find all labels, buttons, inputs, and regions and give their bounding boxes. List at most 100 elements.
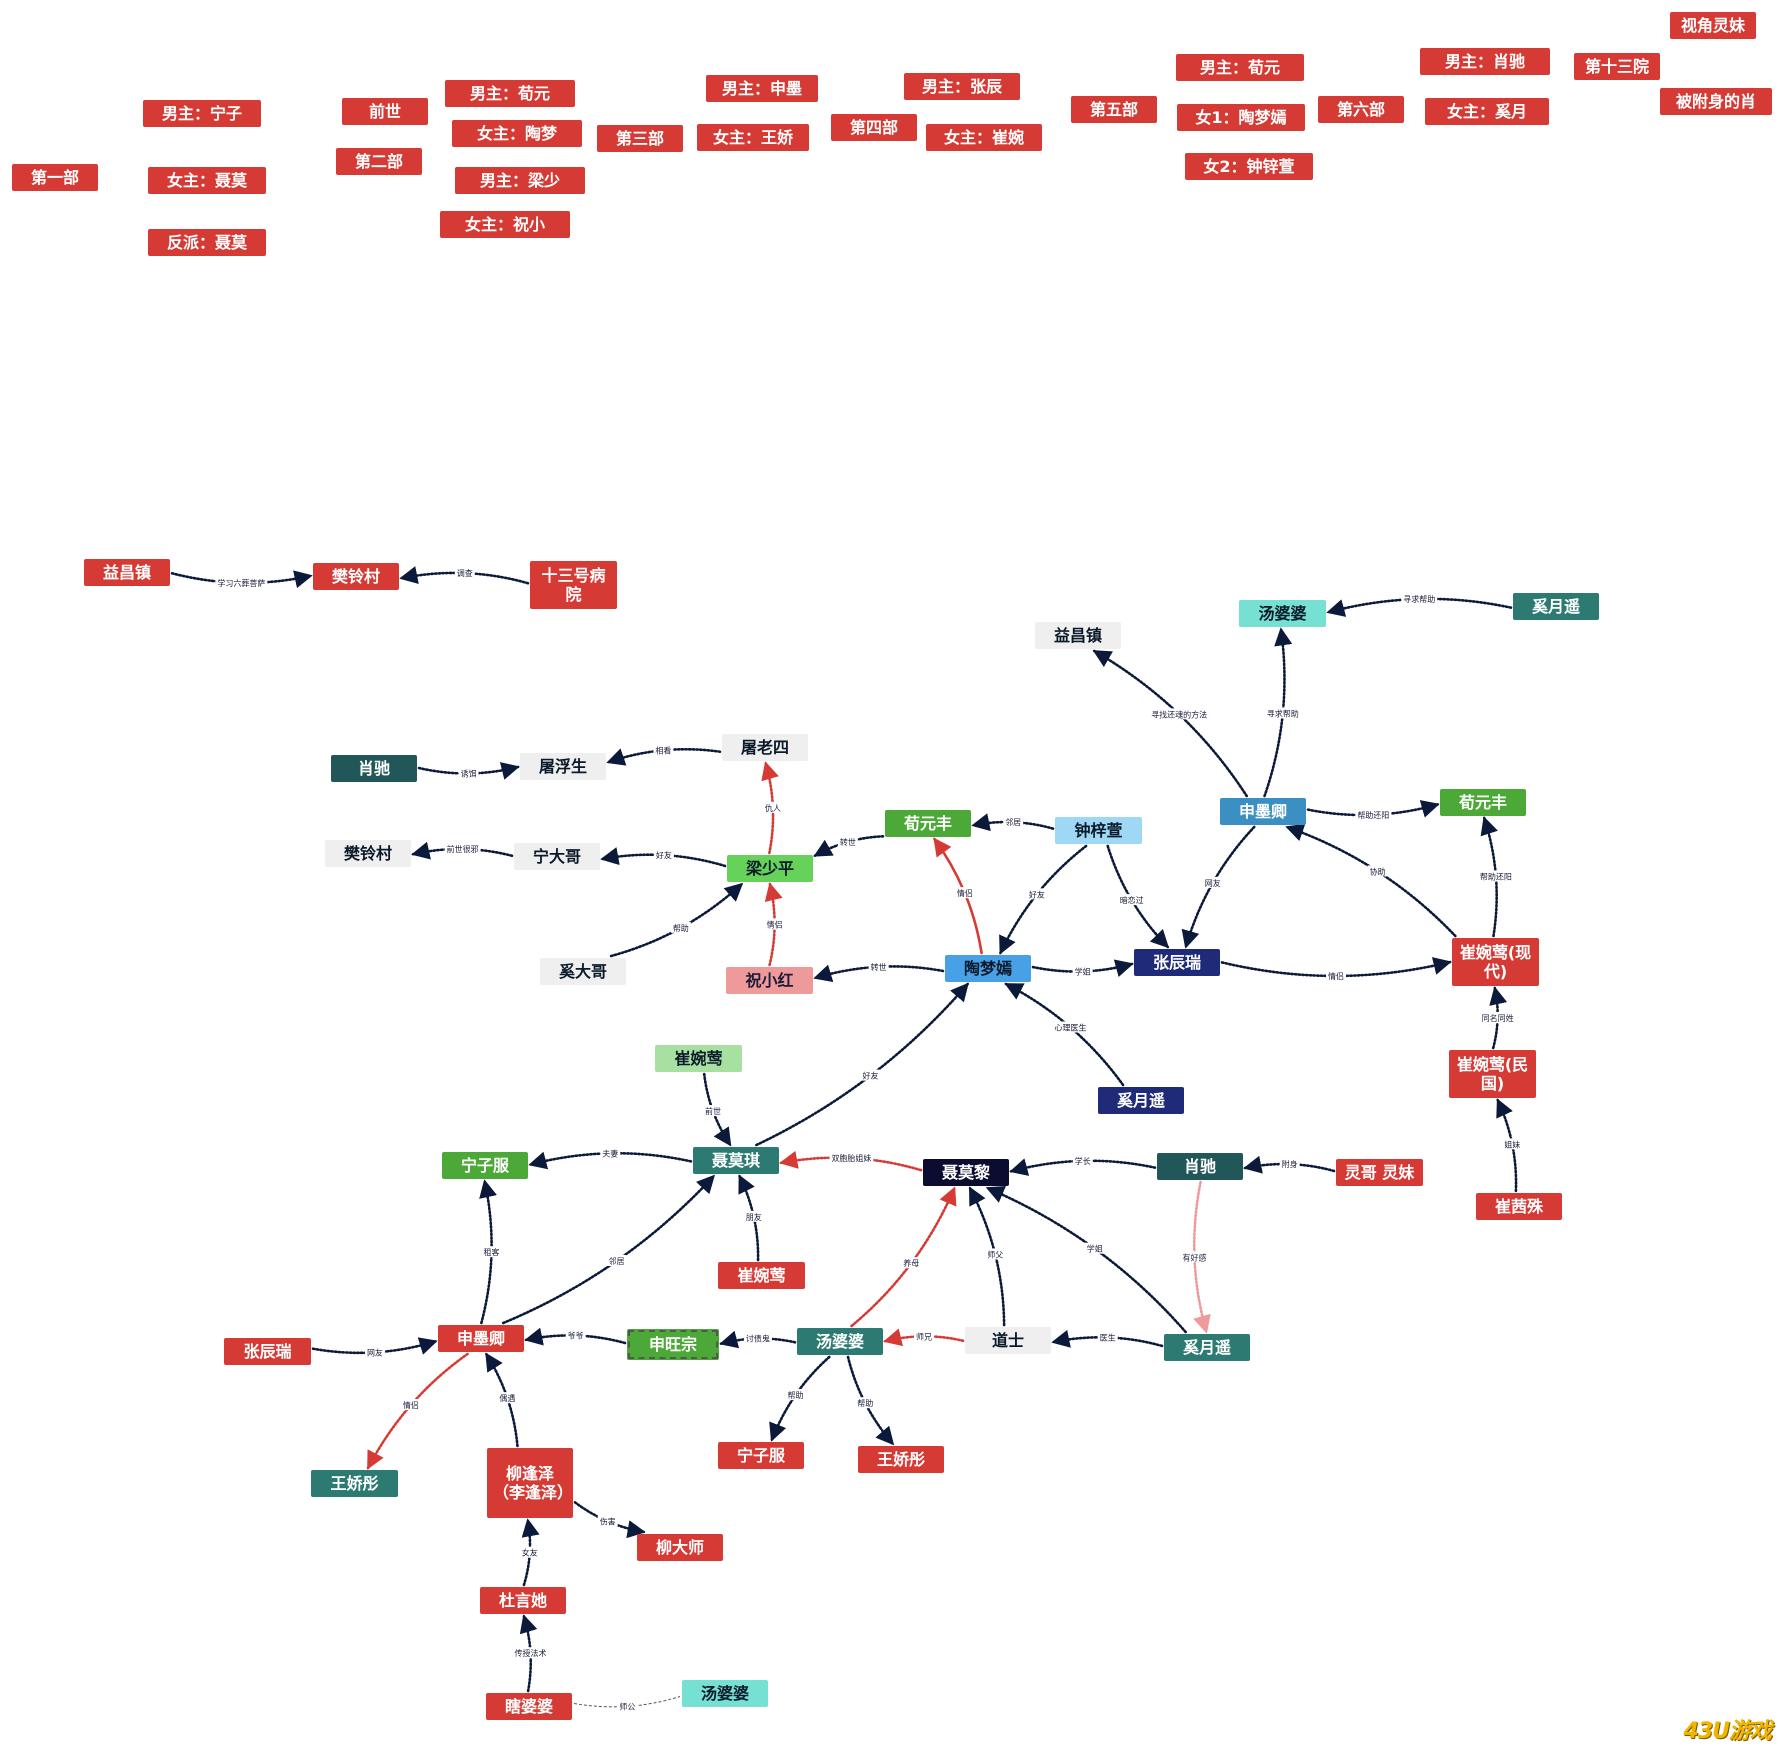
- graph-node-n8[interactable]: 屠浮生: [520, 753, 606, 780]
- header-node-t26[interactable]: 被附身的肖: [1660, 88, 1772, 115]
- edge-n33-n38: [366, 1352, 469, 1470]
- edge-label: 帮助: [788, 1390, 804, 1400]
- edge-label-bg: [400, 1399, 421, 1411]
- graph-node-n30[interactable]: 崔茜殊: [1476, 1193, 1562, 1220]
- graph-node-n38[interactable]: 王娇彤: [311, 1470, 398, 1497]
- edge-label-bg: [829, 1152, 874, 1164]
- graph-node-n18[interactable]: 祝小红: [726, 967, 813, 994]
- header-node-t4[interactable]: 反派：聂莫: [148, 229, 266, 256]
- header-node-t10[interactable]: 女主：祝小: [440, 211, 570, 238]
- graph-node-n6[interactable]: 奚月遥: [1513, 593, 1599, 620]
- graph-node-n39[interactable]: 柳逢泽（李逢泽）: [487, 1448, 573, 1518]
- graph-node-n22[interactable]: 崔婉莺(民国): [1449, 1050, 1536, 1098]
- edge-label: 学姐: [1087, 1244, 1103, 1254]
- graph-node-n17[interactable]: 奚大哥: [540, 958, 626, 985]
- graph-node-n9[interactable]: 屠老四: [722, 734, 808, 761]
- edge-n23-n19: [1004, 982, 1125, 1087]
- edge-label-bg: [1479, 1012, 1516, 1024]
- header-node-t6[interactable]: 第二部: [336, 148, 422, 175]
- graph-node-n32[interactable]: 张辰瑞: [224, 1338, 311, 1365]
- header-node-t15[interactable]: 男主：张辰: [904, 73, 1020, 100]
- edge-label-bg: [1279, 1158, 1300, 1170]
- graph-node-n2[interactable]: 樊铃村: [313, 563, 399, 590]
- edge-label: 情侣: [1328, 971, 1344, 981]
- header-node-t14[interactable]: 第四部: [831, 114, 917, 141]
- edge-label: 寻求帮助: [1403, 594, 1435, 604]
- graph-node-n1[interactable]: 益昌镇: [84, 559, 170, 586]
- header-node-t2[interactable]: 男主：宁子: [143, 100, 261, 127]
- graph-node-n31[interactable]: 崔婉莺: [718, 1262, 805, 1289]
- graph-node-n24[interactable]: 崔婉莺: [655, 1045, 742, 1072]
- header-node-t11[interactable]: 第三部: [597, 125, 683, 152]
- graph-node-n27[interactable]: 聂莫黎: [923, 1159, 1009, 1186]
- graph-node-n15[interactable]: 宁大哥: [514, 843, 600, 870]
- header-node-t22[interactable]: 男主：肖驰: [1420, 48, 1550, 75]
- graph-node-n25[interactable]: 宁子服: [442, 1152, 528, 1179]
- graph-node-n40[interactable]: 宁子服: [718, 1442, 804, 1469]
- header-node-t13[interactable]: 女主：王娇: [697, 124, 809, 151]
- graph-node-n44[interactable]: 瞎婆婆: [486, 1693, 572, 1720]
- edge-label-bg: [670, 921, 691, 933]
- edge-label: 学姐: [1075, 966, 1091, 976]
- graph-node-n14[interactable]: 樊铃村: [325, 840, 411, 867]
- graph-node-n3[interactable]: 十三号病院: [530, 561, 617, 609]
- graph-node-n34[interactable]: 申旺宗: [627, 1329, 719, 1360]
- edge-label: 好友: [1029, 889, 1045, 899]
- header-node-t1[interactable]: 第一部: [12, 164, 98, 191]
- graph-node-n37[interactable]: 奚月遥: [1164, 1334, 1250, 1361]
- graph-node-n16[interactable]: 梁少平: [727, 855, 813, 882]
- header-node-t17[interactable]: 第五部: [1071, 96, 1157, 123]
- edge-label: 师父: [987, 1249, 1003, 1259]
- header-node-t23[interactable]: 女主：奚月: [1425, 98, 1549, 125]
- header-node-t24[interactable]: 第十三院: [1574, 53, 1660, 80]
- edge-label: 养母: [903, 1258, 919, 1268]
- header-node-t21[interactable]: 第六部: [1318, 96, 1404, 123]
- graph-node-n35[interactable]: 汤婆婆: [797, 1328, 883, 1355]
- edge-n11-n19: [999, 844, 1088, 955]
- graph-node-n28[interactable]: 肖驰: [1157, 1153, 1243, 1180]
- graph-node-n20[interactable]: 张辰瑞: [1134, 949, 1220, 976]
- edge-label-bg: [1026, 888, 1047, 900]
- edge-label-bg: [364, 1346, 385, 1358]
- graph-node-n45[interactable]: 汤婆婆: [682, 1680, 768, 1707]
- graph-node-n19[interactable]: 陶梦嫣: [945, 955, 1031, 982]
- graph-node-n42[interactable]: 柳大师: [637, 1534, 723, 1561]
- edge-label: 爷爷: [568, 1331, 584, 1341]
- graph-node-n41[interactable]: 王娇彤: [858, 1446, 944, 1473]
- edge-label: 帮助: [673, 923, 689, 933]
- edge-label-bg: [1264, 707, 1301, 719]
- header-node-t9[interactable]: 男主：梁少: [455, 167, 585, 194]
- graph-node-n43[interactable]: 杜言她: [480, 1587, 566, 1614]
- graph-node-n4[interactable]: 益昌镇: [1035, 622, 1121, 649]
- edge-label-bg: [743, 1210, 764, 1222]
- graph-node-n10[interactable]: 荀元丰: [885, 810, 971, 837]
- graph-node-n11[interactable]: 钟梓萱: [1055, 817, 1142, 844]
- header-node-t16[interactable]: 女主：崔婉: [926, 124, 1042, 151]
- graph-node-n33[interactable]: 申墨卿: [438, 1325, 524, 1352]
- edge-n37-n27: [985, 1186, 1187, 1334]
- edge-label-bg: [1180, 1251, 1209, 1263]
- graph-node-n23[interactable]: 奚月遥: [1098, 1087, 1184, 1114]
- header-node-t7[interactable]: 男主：荀元: [445, 80, 575, 107]
- header-node-t18[interactable]: 男主：荀元: [1176, 54, 1304, 81]
- header-node-t25[interactable]: 视角灵妹: [1670, 12, 1756, 39]
- graph-node-n7[interactable]: 肖驰: [331, 755, 417, 782]
- graph-node-n26[interactable]: 聂莫琪: [693, 1147, 779, 1174]
- edge-label: 讨债鬼: [746, 1334, 770, 1344]
- header-node-t8[interactable]: 女主：陶梦: [452, 120, 582, 147]
- header-node-t3[interactable]: 女主：聂莫: [148, 167, 266, 194]
- header-node-t20[interactable]: 女2：钟锌萱: [1185, 153, 1313, 180]
- graph-node-n13[interactable]: 荀元丰: [1440, 789, 1526, 816]
- graph-node-n29[interactable]: 灵哥 灵妹: [1336, 1159, 1423, 1186]
- header-node-t19[interactable]: 女1：陶梦嫣: [1177, 104, 1305, 131]
- edge-label-bg: [868, 960, 889, 972]
- graph-node-n5[interactable]: 汤婆婆: [1239, 600, 1326, 627]
- edge-label-bg: [764, 918, 785, 930]
- graph-node-n12[interactable]: 申墨卿: [1220, 798, 1306, 825]
- edge-label: 寻找还魂的方法: [1151, 709, 1207, 719]
- graph-node-n36[interactable]: 道士: [965, 1327, 1051, 1354]
- header-node-t5[interactable]: 前世: [342, 98, 428, 125]
- graph-node-n21[interactable]: 崔婉莺(现代): [1452, 938, 1539, 986]
- header-node-t12[interactable]: 男主：申墨: [706, 75, 818, 102]
